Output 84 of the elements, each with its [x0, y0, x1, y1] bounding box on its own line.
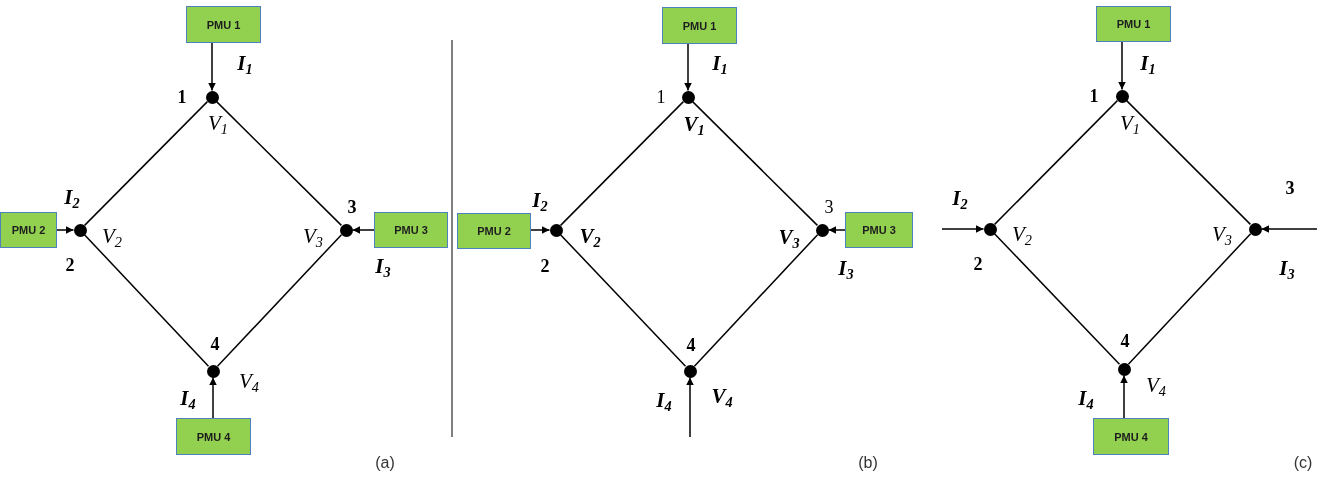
bus-dot [549, 223, 563, 237]
pmu-box: PMU 1 [1096, 6, 1171, 42]
edge-label: I$_{4}$ [180, 387, 196, 409]
panel-label: (c) [1293, 454, 1313, 472]
pmu-box: PMU 1 [662, 7, 737, 44]
panel-label: (a) [375, 454, 395, 472]
bus-number: 1 [177, 88, 187, 106]
voltage-label: V$_{1}$ [208, 112, 228, 134]
connecting-line [691, 100, 819, 227]
edge-label: I$_{3}$ [375, 255, 391, 277]
bus-number: 4 [1120, 332, 1130, 350]
arrow [351, 226, 375, 234]
connecting-line [83, 100, 209, 227]
arrow [208, 42, 216, 92]
edge-label: I$_{4}$ [1078, 387, 1094, 409]
pmu-box: PMU 3 [845, 212, 913, 248]
arrow [209, 376, 217, 419]
bus-number: 3 [1285, 179, 1295, 197]
connecting-line [993, 232, 1121, 366]
voltage-label: V$_{4}$ [239, 370, 259, 392]
arrow [1120, 374, 1128, 419]
bus-dot [1115, 89, 1129, 103]
edge-label: I$_{1}$ [237, 52, 253, 74]
bus-number: 1 [1089, 87, 1099, 105]
bus-number: 2 [65, 256, 75, 274]
bus-number: 3 [824, 198, 834, 216]
arrow [1118, 41, 1126, 91]
bus-dot [206, 364, 220, 378]
pmu-box: PMU 2 [457, 213, 531, 249]
bus-dot [205, 90, 219, 104]
voltage-label: V$_{2}$ [579, 225, 601, 247]
bus-number: 3 [347, 198, 357, 216]
connecting-line [559, 100, 685, 227]
bus-number: 2 [540, 257, 550, 275]
pmu-box: PMU 4 [176, 418, 251, 455]
bus-number: 4 [686, 336, 696, 354]
edge-label: I$_{2}$ [532, 189, 548, 211]
bus-number: 2 [973, 255, 983, 273]
voltage-label: V$_{4}$ [1146, 374, 1166, 396]
bus-dot [1117, 362, 1131, 376]
bus-dot [815, 223, 829, 237]
edge-label: I$_{1}$ [712, 52, 728, 74]
edge-label: I$_{3}$ [1279, 257, 1295, 279]
voltage-label: V$_{2}$ [1012, 223, 1032, 245]
voltage-label: V$_{3}$ [303, 225, 323, 247]
arrow [827, 226, 846, 234]
arrow [1260, 225, 1318, 233]
voltage-label: V$_{1}$ [1120, 112, 1140, 134]
edge-label: I$_{2}$ [64, 186, 80, 208]
arrow [941, 225, 985, 233]
arrow [684, 43, 692, 92]
pmu-box: PMU 4 [1093, 418, 1169, 455]
bus-dot [1248, 222, 1262, 236]
connecting-line [1125, 99, 1252, 226]
bus-dot [73, 223, 87, 237]
voltage-label: V$_{3}$ [778, 226, 800, 248]
arrow [56, 226, 75, 234]
edge-label: I$_{1}$ [1140, 52, 1156, 74]
pmu-box: PMU 1 [186, 6, 261, 43]
bus-dot [681, 90, 695, 104]
connecting-line [559, 233, 687, 368]
connecting-line [216, 233, 343, 368]
connecting-line [993, 99, 1119, 226]
voltage-label: V$_{4}$ [711, 385, 733, 407]
bus-dot [683, 364, 697, 378]
edge-label: I$_{2}$ [952, 187, 968, 209]
pmu-box: PMU 3 [374, 212, 448, 248]
voltage-label: V$_{1}$ [683, 113, 705, 135]
connecting-line [693, 233, 819, 368]
connecting-line [83, 233, 210, 368]
bus-number: 1 [656, 88, 666, 106]
voltage-label: V$_{2}$ [102, 225, 122, 247]
pmu-box: PMU 2 [0, 212, 57, 248]
bus-dot [983, 222, 997, 236]
bus-number: 4 [210, 335, 220, 353]
arrow [530, 226, 551, 234]
panel-label: (b) [858, 454, 878, 472]
bus-dot [339, 223, 353, 237]
edge-label: I$_{4}$ [656, 389, 672, 411]
arrow [686, 376, 694, 438]
voltage-label: V$_{3}$ [1212, 223, 1232, 245]
connecting-line [1127, 232, 1252, 366]
edge-label: I$_{3}$ [838, 257, 854, 279]
connecting-line [215, 100, 343, 227]
